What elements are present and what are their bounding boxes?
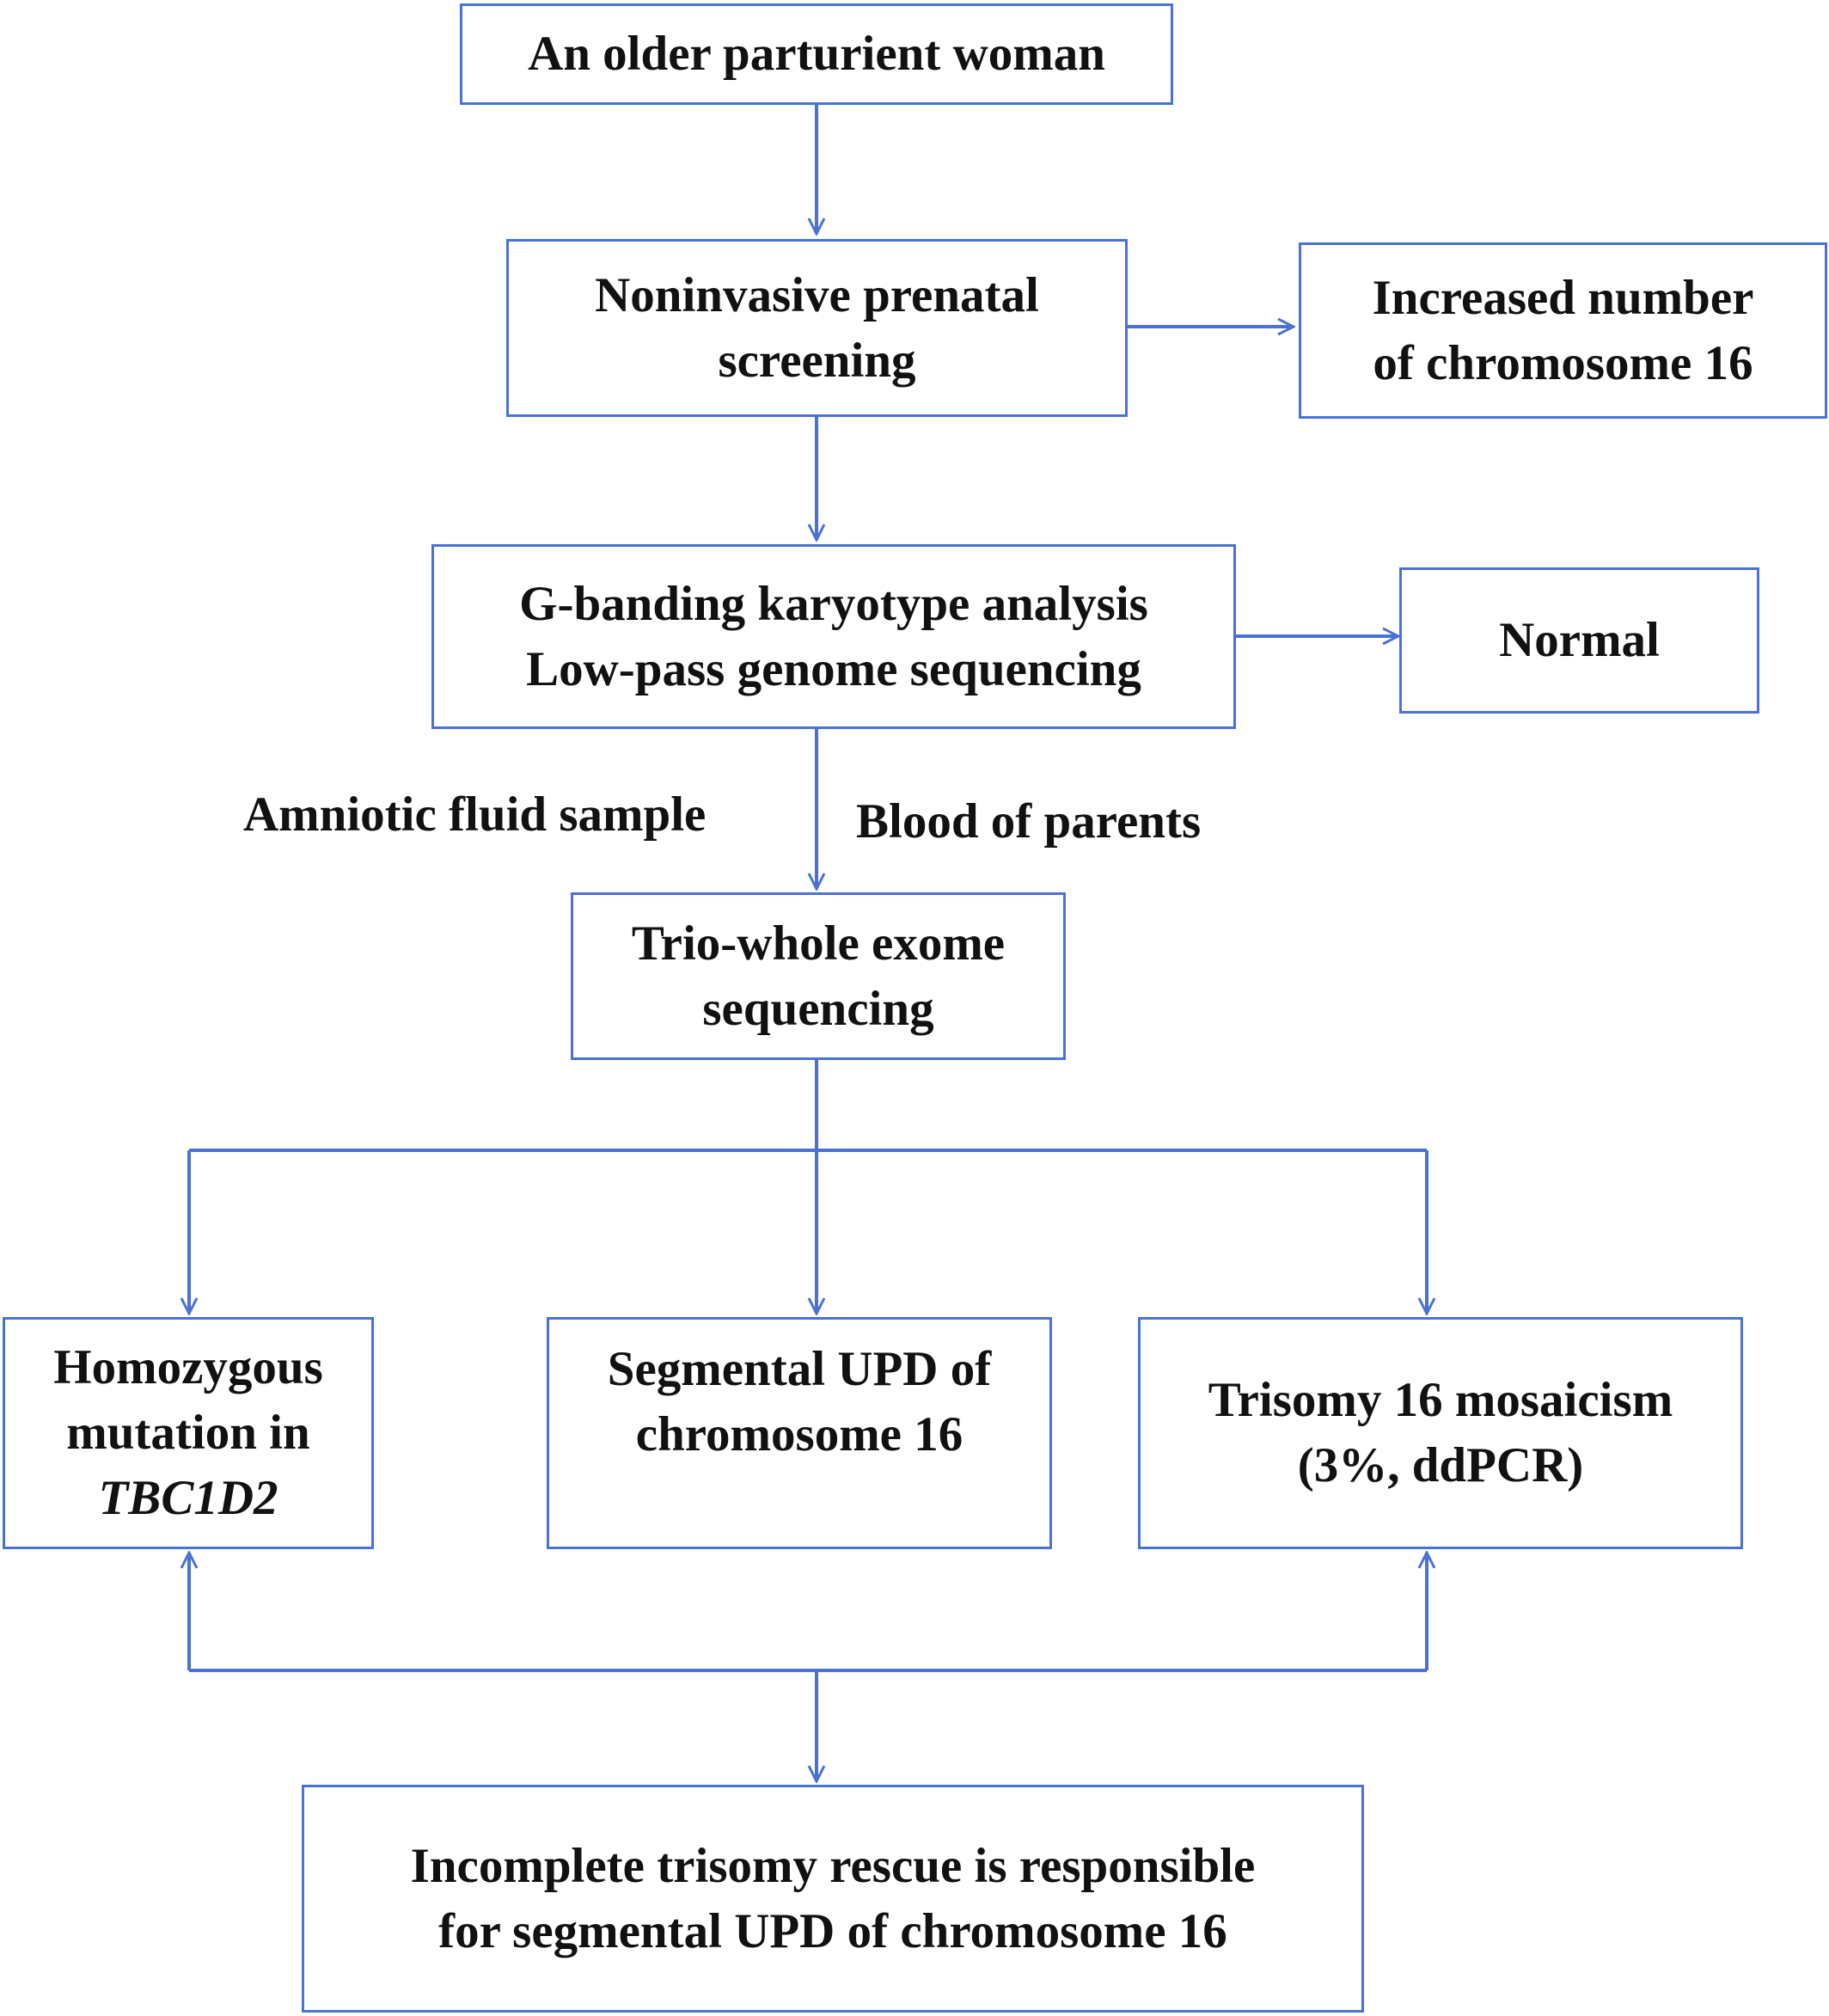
node-text-line: screening <box>718 333 916 388</box>
edge-label-blood-of-parents: Blood of parents <box>856 794 1202 849</box>
node-text-line: An older parturient woman <box>528 27 1105 81</box>
node-text-line: Homozygous <box>53 1340 323 1394</box>
node-text-line: Trisomy 16 mosaicism <box>1208 1373 1673 1427</box>
node-text-line: Noninvasive prenatal <box>595 267 1039 322</box>
node-trio-whole-exome-sequencing: Trio-whole exome sequencing <box>571 892 1066 1060</box>
node-text-line: chromosome 16 <box>635 1407 963 1461</box>
node-increased-number-chromosome-16: Increased number of chromosome 16 <box>1299 242 1827 419</box>
node-text-line: Increased number <box>1372 270 1754 325</box>
node-homozygous-mutation: Homozygous mutation in TBC1D2 <box>3 1317 374 1549</box>
node-karyotype-analysis: G-banding karyotype analysis Low-pass ge… <box>431 544 1236 729</box>
node-noninvasive-prenatal-screening: Noninvasive prenatal screening <box>506 239 1128 417</box>
node-text-line: Incomplete trisomy rescue is responsible <box>410 1838 1256 1893</box>
node-text-line: Low-pass genome sequencing <box>526 641 1141 696</box>
node-text-line: (3%, ddPCR) <box>1297 1438 1584 1492</box>
edge-label-amniotic-fluid-sample: Amniotic fluid sample <box>243 787 707 842</box>
node-text-line: Segmental UPD of <box>607 1342 992 1396</box>
node-text-line: mutation in <box>66 1406 310 1460</box>
node-segmental-upd: Segmental UPD of chromosome 16 <box>547 1317 1052 1549</box>
node-text-line: Trio-whole exome <box>631 916 1006 971</box>
node-normal: Normal <box>1399 567 1759 714</box>
node-text-line: Normal <box>1499 613 1660 667</box>
node-text-line: sequencing <box>702 981 934 1036</box>
node-trisomy-16-mosaicism: Trisomy 16 mosaicism (3%, ddPCR) <box>1138 1317 1743 1549</box>
node-text-line: of chromosome 16 <box>1373 335 1753 390</box>
gene-name-text: TBC1D2 <box>98 1471 278 1525</box>
node-older-parturient-woman: An older parturient woman <box>460 3 1173 105</box>
node-text-line: G-banding karyotype analysis <box>519 576 1148 631</box>
node-text-line: for segmental UPD of chromosome 16 <box>438 1903 1227 1958</box>
node-conclusion: Incomplete trisomy rescue is responsible… <box>302 1785 1364 2013</box>
